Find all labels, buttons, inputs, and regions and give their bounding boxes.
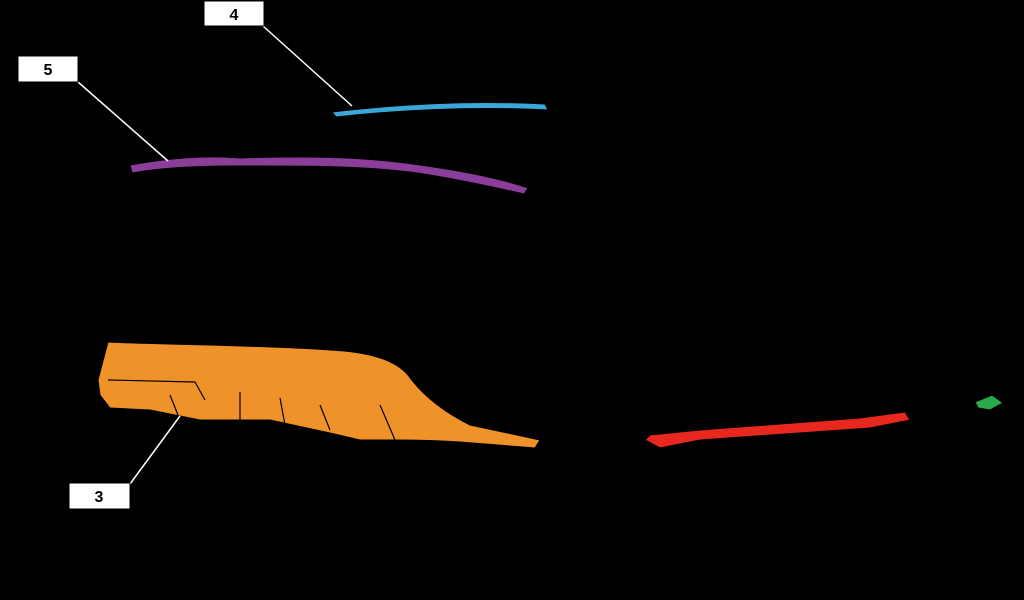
part-trunk-spoiler	[129, 156, 529, 195]
leader-line-3	[129, 415, 181, 485]
part-roof-spoiler	[331, 101, 549, 118]
door-line-rear	[639, 194, 776, 416]
callout-3: 3	[68, 482, 131, 510]
side-reflector	[419, 264, 471, 391]
callout-4: 4	[203, 0, 265, 27]
part-front-lip	[974, 394, 1004, 411]
diffuser-fins	[107, 379, 396, 441]
callout-5: 5	[17, 55, 79, 83]
door-handle-rear	[627, 229, 669, 246]
front-wheel	[906, 297, 984, 423]
fuel-door	[504, 195, 573, 263]
leader-line-5	[77, 81, 169, 162]
rear-quarter-window	[584, 127, 641, 191]
door-line-front	[759, 224, 896, 411]
parking-sensor-1	[168, 320, 176, 328]
svg-text:5: 5	[44, 62, 53, 79]
rear-emblem	[227, 214, 257, 244]
rear-panel-recess	[149, 237, 406, 311]
parking-sensor-2	[288, 326, 296, 334]
side-mirror	[867, 197, 913, 231]
body-crease	[544, 189, 591, 361]
part-side-skirt	[644, 411, 911, 449]
front-door-window	[711, 117, 866, 239]
door-handle-front	[771, 249, 807, 266]
rear-door-window	[619, 117, 751, 219]
svg-text:3: 3	[95, 489, 104, 506]
leader-line-4	[262, 25, 353, 107]
part-rear-diffuser	[97, 341, 541, 449]
license-plate	[204, 257, 286, 309]
svg-text:4: 4	[230, 7, 239, 24]
tail-light-inner	[169, 183, 396, 213]
rear-wheel	[557, 311, 659, 469]
parking-sensor-4	[544, 347, 552, 355]
parking-sensor-3	[397, 343, 405, 351]
tail-light-bar	[139, 169, 421, 220]
